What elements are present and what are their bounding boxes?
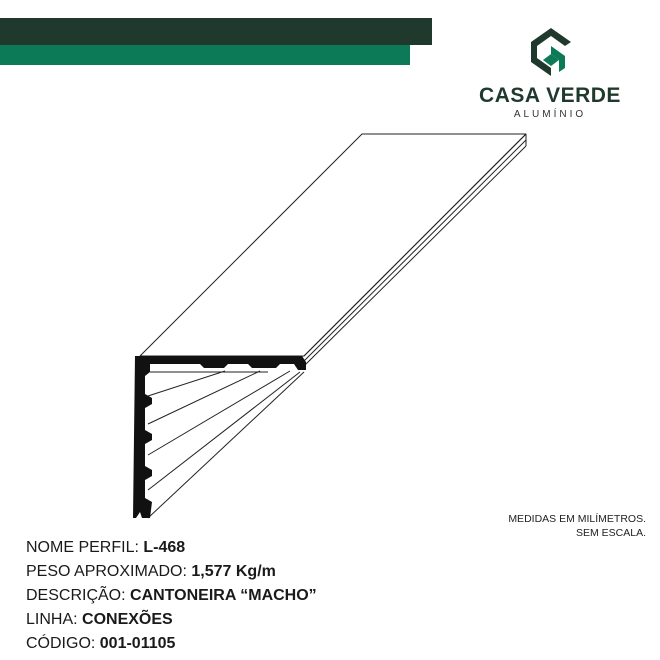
spec-row-nome-perfil: NOME PERFIL: L-468 bbox=[26, 536, 317, 560]
spec-row-descricao: DESCRIÇÃO: CANTONEIRA “MACHO” bbox=[26, 584, 317, 608]
spec-label: CÓDIGO: bbox=[26, 635, 100, 652]
spec-list: NOME PERFIL: L-468 PESO APROXIMADO: 1,57… bbox=[26, 536, 317, 656]
spec-value: 001-01105 bbox=[99, 635, 176, 652]
profile-top-face bbox=[139, 133, 527, 357]
spec-label: DESCRIÇÃO: bbox=[26, 587, 131, 604]
profile-edge-line bbox=[303, 139, 527, 362]
spec-label: PESO APROXIMADO: bbox=[26, 563, 192, 580]
profile-leg-line bbox=[147, 370, 261, 425]
spec-value: L-468 bbox=[143, 539, 186, 556]
note-line-1: MEDIDAS EM MILÍMETROS. bbox=[508, 513, 646, 525]
brand-logo: CASA VERDE ALUMÍNIO bbox=[470, 22, 630, 122]
profile-leg-line bbox=[147, 371, 301, 491]
profile-edge-line bbox=[303, 133, 527, 357]
spec-label: LINHA: bbox=[26, 611, 83, 628]
spec-row-peso: PESO APROXIMADO: 1,577 Kg/m bbox=[26, 560, 317, 584]
brand-subtitle: ALUMÍNIO bbox=[513, 109, 587, 120]
note-line-2: SEM ESCALA. bbox=[575, 527, 646, 539]
brand-name: CASA VERDE bbox=[479, 84, 621, 107]
scale-note: MEDIDAS EM MILÍMETROS. SEM ESCALA. bbox=[508, 512, 646, 540]
profile-leg-line bbox=[147, 370, 291, 456]
casa-verde-logo-mark-icon bbox=[531, 28, 571, 76]
profile-leg-line bbox=[147, 370, 226, 397]
spec-value: CANTONEIRA “MACHO” bbox=[130, 587, 317, 604]
profile-edge-line bbox=[303, 145, 527, 367]
spec-row-codigo: CÓDIGO: 001-01105 bbox=[26, 632, 317, 656]
profile-leg-line bbox=[147, 371, 305, 519]
spec-value: 1,577 Kg/m bbox=[191, 563, 276, 580]
profile-cross-section bbox=[133, 356, 306, 518]
spec-value: CONEXÕES bbox=[82, 611, 173, 628]
header-band-green bbox=[0, 45, 410, 65]
spec-label: NOME PERFIL: bbox=[26, 539, 144, 556]
spec-row-linha: LINHA: CONEXÕES bbox=[26, 608, 317, 632]
header-band-dark bbox=[0, 18, 432, 45]
